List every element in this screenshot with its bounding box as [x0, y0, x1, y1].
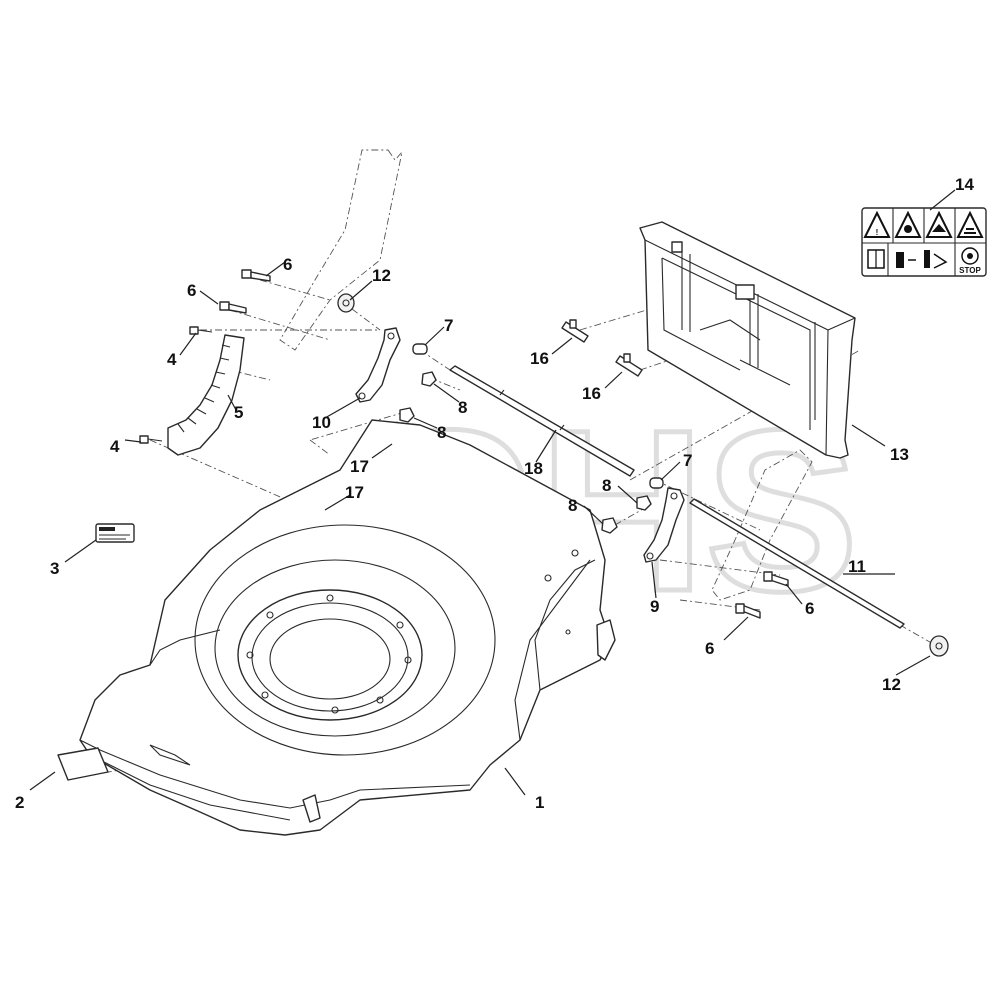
callout-2: 2 — [15, 793, 24, 812]
callout-7b: 7 — [683, 451, 692, 470]
callout-6c: 6 — [805, 599, 814, 618]
keep-distance-icon — [896, 250, 948, 269]
stop-icon: STOP — [959, 247, 981, 275]
spacer-part-7-b — [649, 477, 664, 489]
rear-bar-part-18 — [449, 365, 635, 477]
callout-16a: 16 — [530, 349, 549, 368]
warning-sticker-part-14: ! STOP — [861, 207, 987, 277]
pin-part-16-b — [615, 353, 643, 377]
callout-6b: 6 — [187, 281, 196, 300]
nut-part-8-d — [601, 517, 618, 534]
callout-16b: 16 — [582, 384, 601, 403]
nut-part-8-c — [636, 495, 652, 511]
label-part-3 — [95, 523, 135, 543]
callout-4a: 4 — [167, 350, 177, 369]
screw-part-4-b — [139, 435, 163, 444]
callout-17b: 17 — [345, 483, 364, 502]
callout-8b: 8 — [437, 423, 446, 442]
spacer-part-7-a — [412, 343, 428, 355]
pin-part-16-a — [561, 319, 589, 343]
hazard-thrown-objects-icon — [894, 210, 922, 238]
callout-3: 3 — [50, 559, 59, 578]
decal-part-2 — [57, 747, 109, 781]
callout-8c: 8 — [602, 476, 611, 495]
screw-part-4-a — [189, 326, 213, 335]
callout-1: 1 — [535, 793, 544, 812]
callout-13: 13 — [890, 445, 909, 464]
nut-part-8-a — [421, 371, 437, 387]
screw-part-6-a — [241, 269, 271, 282]
callout-17a: 17 — [350, 457, 369, 476]
callout-6d: 6 — [705, 639, 714, 658]
hazard-hand-cut-icon — [956, 210, 984, 238]
lever-part-9 — [643, 487, 685, 563]
svg-text:!: ! — [876, 228, 879, 237]
handle-right-phantom — [711, 449, 813, 601]
screw-part-6-b — [219, 301, 247, 314]
rear-flap-part-13 — [639, 221, 856, 459]
washer-part-12-a — [337, 293, 355, 313]
washer-part-12-b — [929, 635, 949, 657]
callout-9: 9 — [650, 597, 659, 616]
warning-triangle-icon: ! — [863, 210, 891, 238]
callout-4b: 4 — [110, 437, 120, 456]
callout-12a: 12 — [372, 266, 391, 285]
callout-5: 5 — [234, 403, 243, 422]
callout-11: 11 — [848, 557, 866, 576]
callout-10: 10 — [312, 413, 331, 432]
callout-8d: 8 — [568, 496, 577, 515]
callout-18: 18 — [524, 459, 543, 478]
height-rack-part-5 — [167, 334, 245, 456]
screw-part-6-d — [735, 603, 761, 619]
callout-8a: 8 — [458, 398, 467, 417]
callout-6a: 6 — [283, 255, 292, 274]
axle-rod-part-11 — [689, 498, 905, 629]
lever-part-10 — [355, 327, 401, 403]
callout-7a: 7 — [444, 316, 453, 335]
read-manual-icon — [867, 249, 885, 269]
deck-housing — [79, 419, 616, 836]
stop-label: STOP — [959, 266, 981, 275]
nut-part-8-b — [399, 407, 415, 423]
leader-lines — [29, 189, 956, 796]
callout-14: 14 — [955, 175, 974, 194]
callout-labels: 1 2 3 4 4 5 6 6 6 6 7 7 8 8 8 8 9 10 11 … — [15, 175, 974, 812]
hazard-blade-icon — [925, 210, 953, 238]
callout-12b: 12 — [882, 675, 901, 694]
handle-upper-phantom — [279, 149, 403, 351]
